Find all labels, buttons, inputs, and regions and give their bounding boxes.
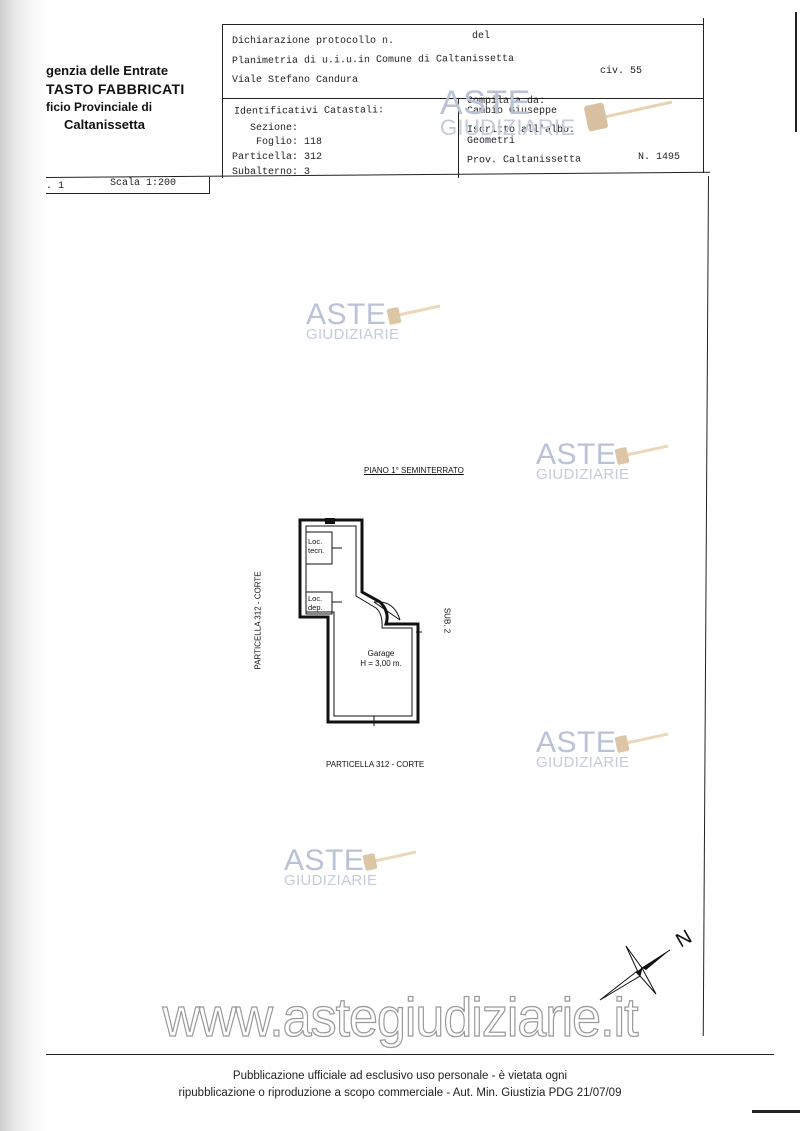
aste-watermark-header: ASTE GIUDIZIARIE bbox=[440, 86, 575, 139]
loc-dep-line1: Loc. bbox=[308, 594, 323, 603]
sub2-label: SUB. 2 bbox=[442, 607, 452, 634]
particella-text: Particella: 312 bbox=[232, 152, 323, 163]
subalterno-text: Subalterno: 3 bbox=[232, 167, 311, 178]
aste-watermark-4: ASTE GIUDIZIARIE bbox=[284, 844, 378, 889]
watermark-aste-text: ASTE bbox=[306, 298, 387, 331]
header-right-line bbox=[703, 18, 704, 173]
agency-name: genzia delle Entrate bbox=[46, 63, 169, 78]
bottom-scan-mark bbox=[752, 1110, 800, 1113]
compilata-label: Compilata da: bbox=[467, 96, 546, 107]
sheet-number: . 1 bbox=[46, 181, 65, 192]
watermark-aste-text: ASTE bbox=[284, 844, 365, 877]
watermark-aste-text: ASTE bbox=[536, 438, 617, 471]
watermark-giudiziarie-text: GIUDIZIARIE bbox=[306, 326, 400, 343]
scale-label: Scala 1:200 bbox=[110, 178, 177, 189]
planimetria-text: Planimetria di u.i.u.in Comune di Caltan… bbox=[231, 53, 515, 68]
floor-plan bbox=[298, 518, 422, 726]
watermark-aste-text: ASTE bbox=[440, 84, 531, 122]
header-divider-line bbox=[458, 98, 459, 178]
frame-right-line bbox=[702, 175, 709, 1036]
loc-tecn-line2: tecn. bbox=[308, 546, 325, 555]
office-city: Caltanissetta bbox=[64, 117, 145, 132]
gavel-icon bbox=[614, 732, 669, 753]
frame-bottom-line bbox=[46, 1054, 774, 1055]
agency-block: genzia delle Entrate TASTO FABBRICATI fi… bbox=[46, 62, 216, 134]
site-watermark: www.astegiudiziarie.it bbox=[162, 987, 639, 1049]
watermark-giudiziarie-text: GIUDIZIARIE bbox=[284, 872, 378, 889]
dichiarazione-text: Dichiarazione protocollo n. bbox=[232, 36, 395, 47]
loc-tecn-label: Loc. tecn. bbox=[308, 537, 324, 555]
watermark-aste-text: ASTE bbox=[536, 726, 617, 759]
bottom-corte-label: PARTICELLA 312 - CORTE bbox=[326, 760, 425, 769]
scale-box-bottom bbox=[46, 193, 210, 194]
loc-tecn-line1: Loc. bbox=[308, 537, 323, 546]
gavel-icon bbox=[584, 100, 673, 132]
iscritto-label: Iscritto all'albo: bbox=[467, 125, 576, 136]
ident-title: Identificativi Catastali: bbox=[233, 105, 385, 118]
header-top-line bbox=[222, 24, 704, 25]
garage-name: Garage bbox=[367, 649, 395, 658]
del-text: del bbox=[472, 31, 491, 42]
gavel-icon bbox=[362, 850, 417, 871]
gavel-icon bbox=[386, 304, 441, 325]
loc-dep-line2: dep. bbox=[308, 603, 323, 612]
catasto-title: TASTO FABBRICATI bbox=[46, 81, 185, 97]
garage-label: Garage H = 3,00 m. bbox=[346, 649, 416, 669]
header-mid-line bbox=[222, 98, 704, 99]
watermark-giudiziarie-text: GIUDIZIARIE bbox=[536, 754, 630, 771]
gavel-icon bbox=[614, 444, 669, 465]
footer-line-2: ripubblicazione o riproduzione a scopo c… bbox=[178, 1087, 622, 1099]
floor-label: PIANO 1° SEMINTERRATO bbox=[364, 466, 464, 475]
registration-number: N. 1495 bbox=[638, 152, 681, 163]
compiler-name: Cambio Giuseppe bbox=[467, 106, 558, 117]
left-corte-label: PARTICELLA 312 - CORTE bbox=[253, 571, 263, 670]
aste-watermark-2: ASTE GIUDIZIARIE bbox=[536, 438, 630, 483]
aste-watermark-3: ASTE GIUDIZIARIE bbox=[536, 726, 630, 771]
right-scan-mark bbox=[795, 12, 797, 132]
scale-box-right bbox=[209, 177, 210, 194]
aste-watermark-1: ASTE GIUDIZIARIE bbox=[306, 298, 400, 343]
ufficio-label: ficio Provinciale di bbox=[46, 100, 153, 114]
address-text: Viale Stefano Candura bbox=[232, 75, 359, 86]
scan-edge-shadow bbox=[0, 0, 48, 1131]
albo-text: Geometri bbox=[467, 136, 516, 147]
watermark-giudiziarie-text: GIUDIZIARIE bbox=[440, 115, 576, 140]
north-arrow-icon bbox=[599, 945, 671, 1001]
province-text: Prov. Caltanissetta bbox=[466, 154, 582, 167]
foglio-text: Foglio: 118 bbox=[256, 137, 323, 148]
header-left-line bbox=[222, 24, 223, 178]
loc-dep-label: Loc. dep. bbox=[308, 594, 323, 612]
sezione-text: Sezione: bbox=[250, 123, 299, 134]
footer-line-1: Pubblicazione ufficiale ad esclusivo uso… bbox=[232, 1070, 568, 1082]
watermark-giudiziarie-text: GIUDIZIARIE bbox=[536, 466, 630, 483]
garage-height: H = 3,00 m. bbox=[360, 659, 402, 668]
civic-number: civ. 55 bbox=[600, 66, 643, 77]
